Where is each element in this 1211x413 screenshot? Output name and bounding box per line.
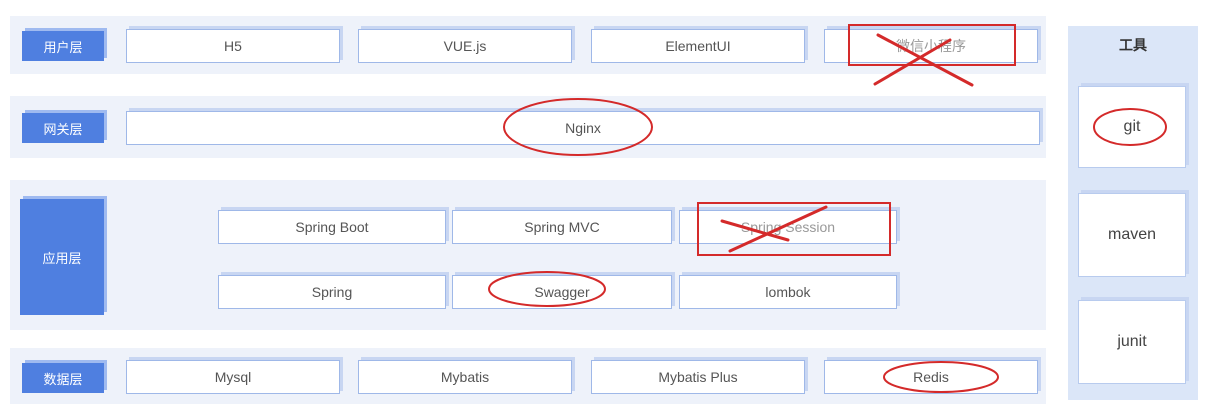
h5-box: H5 bbox=[126, 29, 340, 63]
vuejs-box: VUE.js bbox=[358, 29, 572, 63]
swagger-box: Swagger bbox=[452, 275, 672, 309]
spring-mvc-box: Spring MVC bbox=[452, 210, 672, 244]
maven-tool-box: maven bbox=[1078, 193, 1186, 277]
junit-tool-box: junit bbox=[1078, 300, 1186, 384]
lombok-box: lombok bbox=[679, 275, 897, 309]
git-tool-box: git bbox=[1078, 86, 1186, 168]
data-layer-label: 数据层 bbox=[22, 363, 104, 393]
spring-boot-box: Spring Boot bbox=[218, 210, 446, 244]
app-layer-label: 应用层 bbox=[20, 199, 104, 315]
spring-session-box: Spring Session bbox=[679, 210, 897, 244]
mysql-box: Mysql bbox=[126, 360, 340, 394]
spring-box: Spring bbox=[218, 275, 446, 309]
wechat-miniprogram-box: 微信小程序 bbox=[824, 29, 1038, 63]
tools-title: 工具 bbox=[1119, 37, 1147, 53]
redis-box: Redis bbox=[824, 360, 1038, 394]
elementui-box: ElementUI bbox=[591, 29, 805, 63]
mybatis-plus-box: Mybatis Plus bbox=[591, 360, 805, 394]
gateway-layer-label: 网关层 bbox=[22, 113, 104, 143]
nginx-box: Nginx bbox=[126, 111, 1040, 145]
mybatis-box: Mybatis bbox=[358, 360, 572, 394]
user-layer-label: 用户层 bbox=[22, 31, 104, 61]
